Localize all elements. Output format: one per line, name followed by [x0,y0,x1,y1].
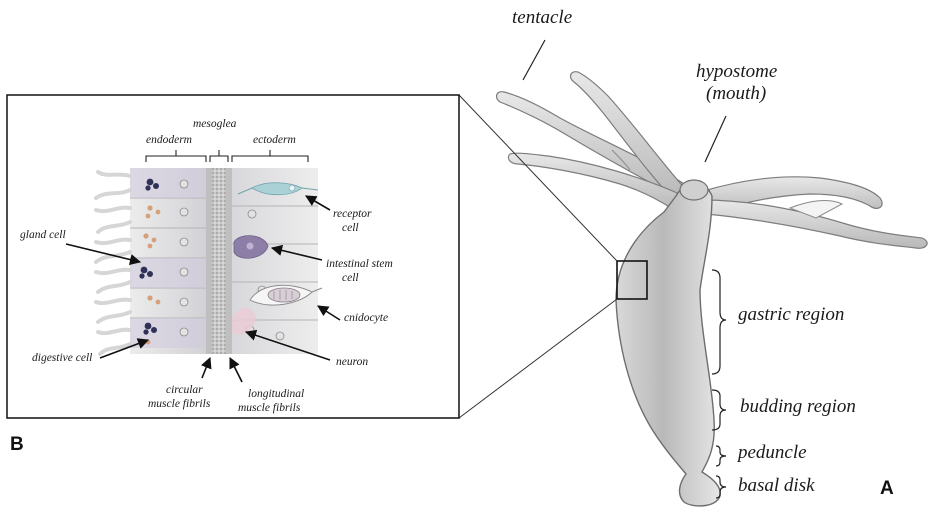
label-intestinal-stem-1: intestinal stem [326,258,393,270]
mesoglea-layer [212,168,226,354]
label-digestive-cell: digestive cell [32,352,92,364]
label-ectoderm: ectoderm [253,134,296,146]
hypostome-leader [705,116,726,162]
label-basal-disk: basal disk [738,476,815,496]
label-cnidocyte: cnidocyte [344,312,388,324]
label-neuron: neuron [336,356,368,368]
label-longitudinal-2: muscle fibrils [238,402,300,414]
tentacle-leader [523,40,545,80]
label-circular-1: circular [166,384,203,396]
label-hypostome: hypostome [696,62,777,82]
panel-b-letter: B [10,434,24,456]
label-receptor-cell-1: receptor [333,208,372,220]
label-gland-cell: gland cell [20,229,66,241]
panel-a-letter: A [880,478,894,500]
label-budding-region: budding region [740,397,856,417]
label-longitudinal-1: longitudinal [248,388,304,400]
label-receptor-cell-2: cell [342,222,359,234]
label-tentacle: tentacle [512,8,572,28]
body-column [616,182,720,506]
label-gastric-region: gastric region [738,305,844,325]
label-mouth: (mouth) [706,84,766,104]
label-mesoglea: mesoglea [193,118,236,130]
peduncle-brace [716,446,726,466]
label-circular-2: muscle fibrils [148,398,210,410]
gastric-brace [712,270,726,374]
label-peduncle: peduncle [738,443,807,463]
hydra-body-drawing [459,72,927,506]
hypostome [680,180,708,200]
label-endoderm: endoderm [146,134,192,146]
label-intestinal-stem-2: cell [342,272,359,284]
